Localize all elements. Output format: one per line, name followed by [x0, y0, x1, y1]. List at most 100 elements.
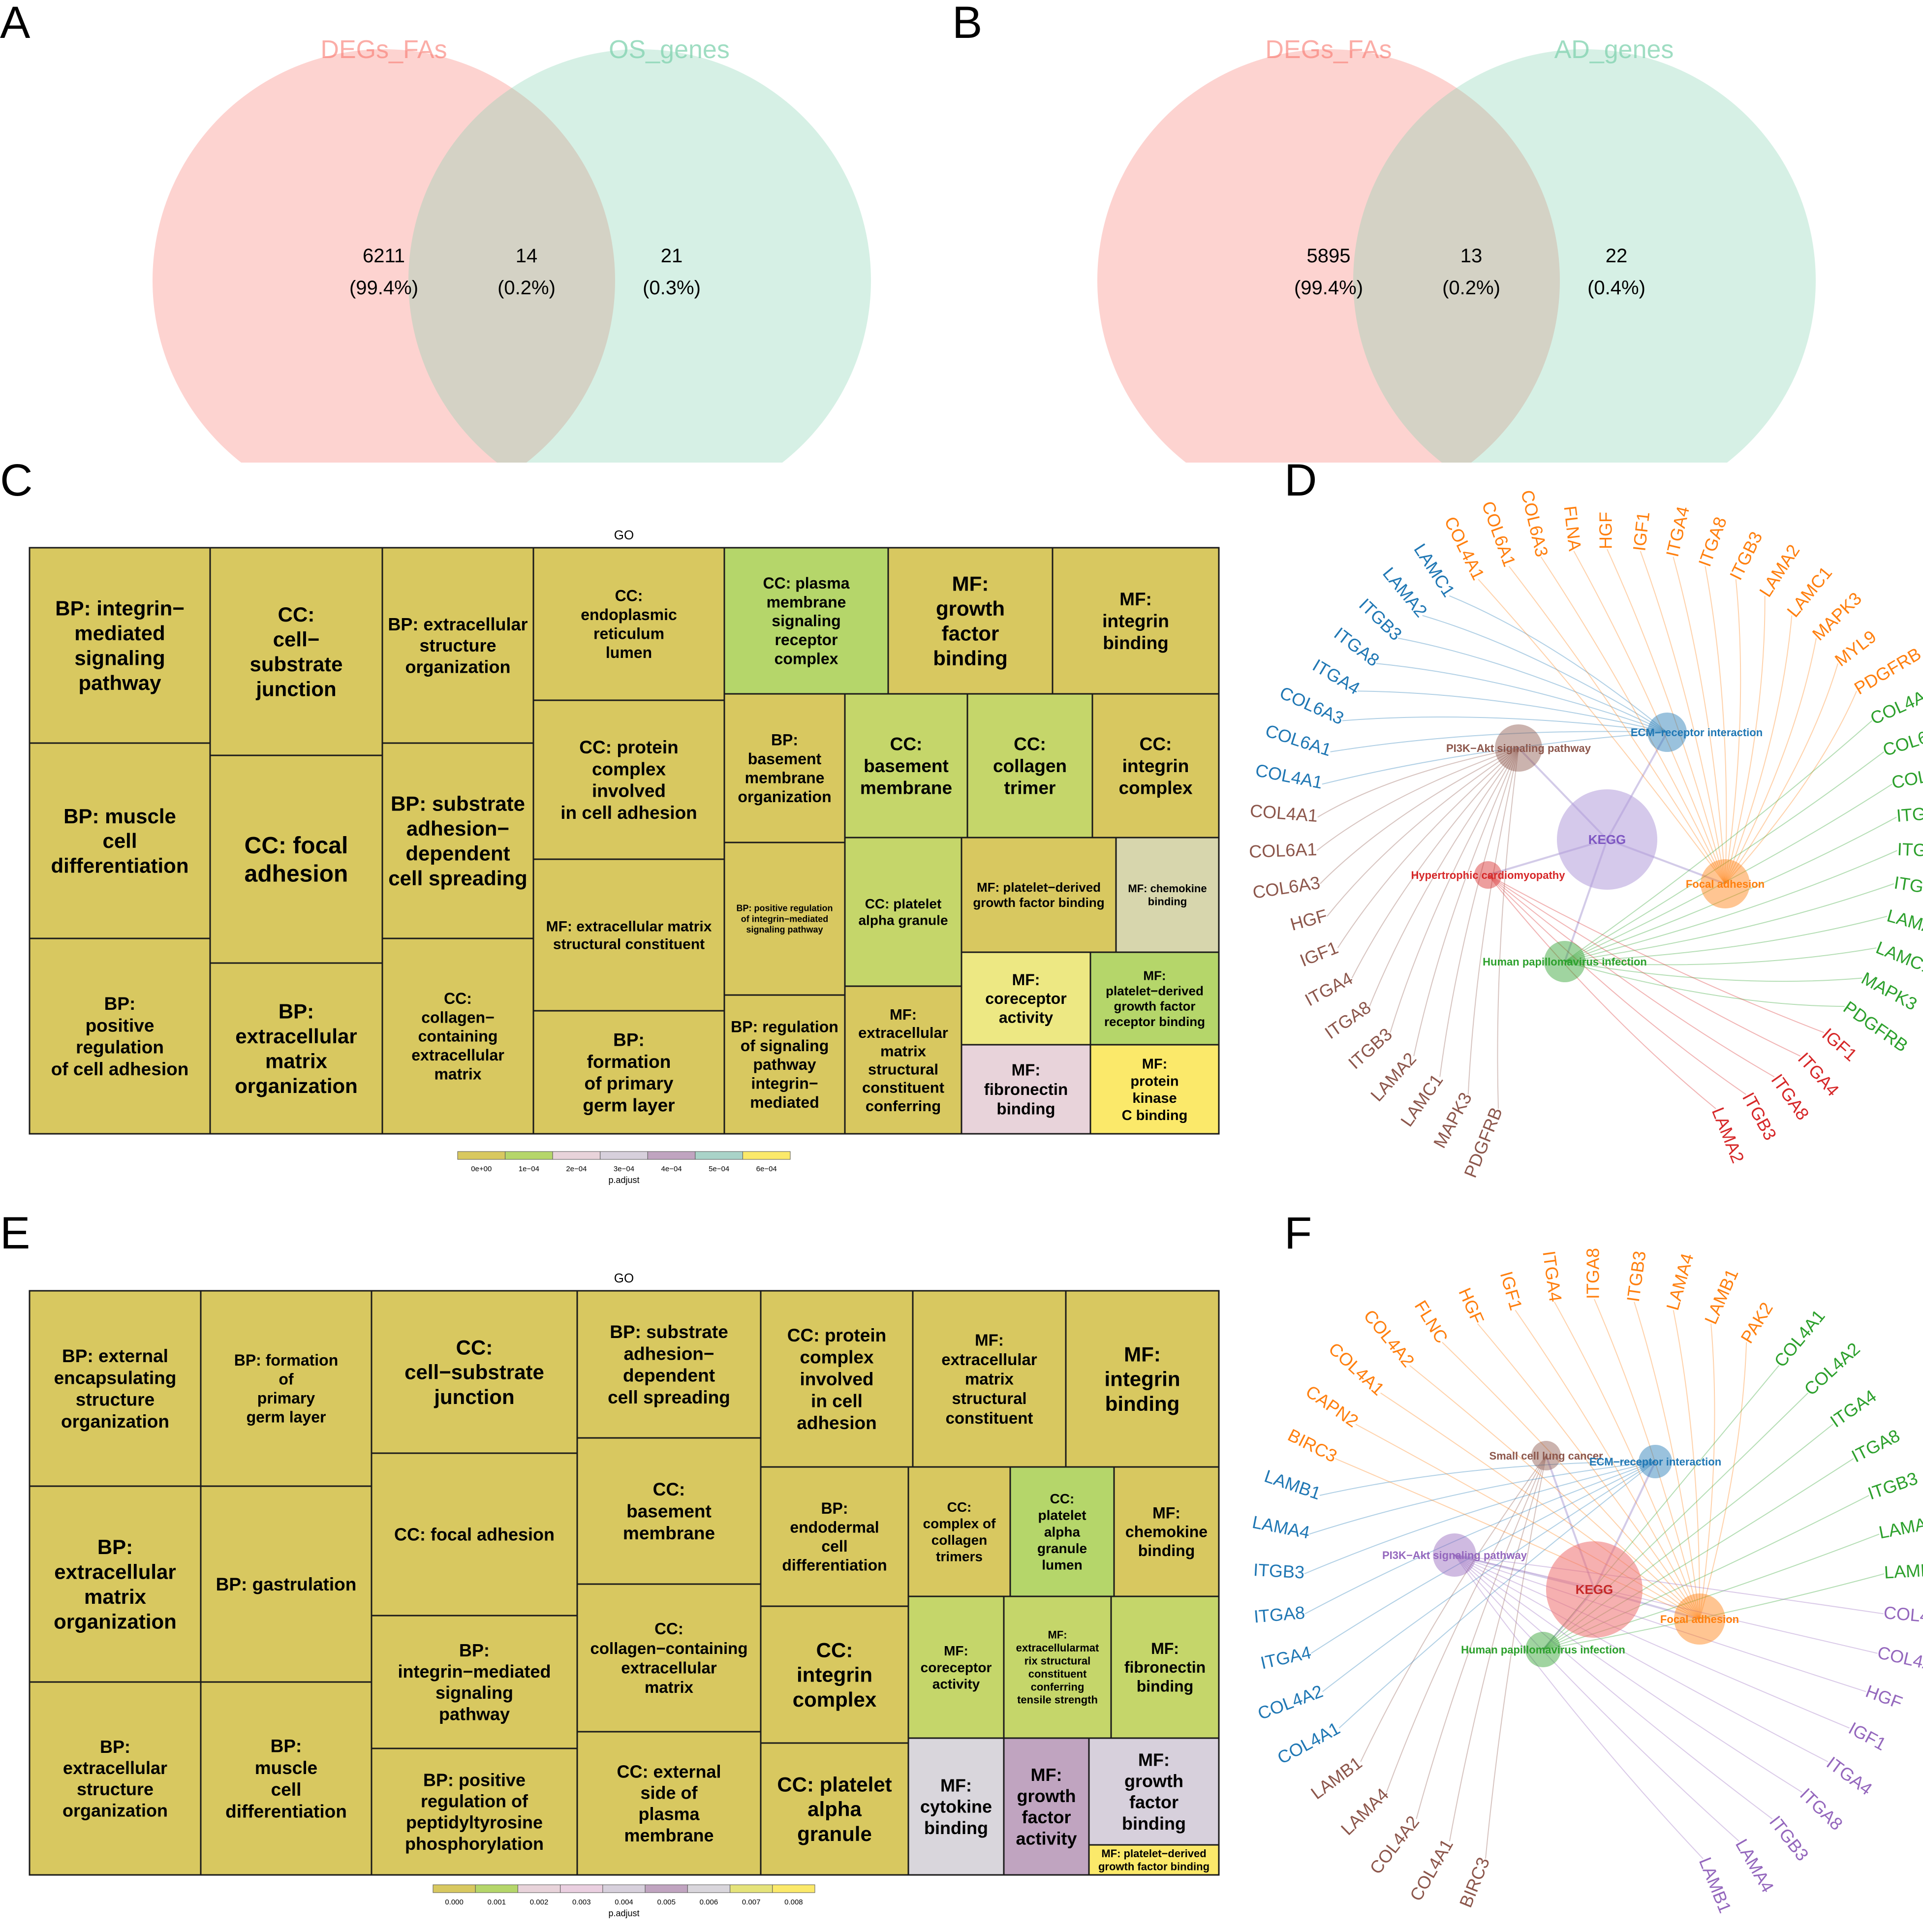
network-edge: [1497, 748, 1519, 1109]
treemap-tile-label: BP:: [279, 1000, 314, 1023]
treemap-tile-label: membrane: [623, 1523, 715, 1543]
treemap-tile-rect: [907, 1595, 1005, 1739]
gene-label: ITGB3: [1253, 1559, 1305, 1583]
treemap-tile-rect: [532, 547, 725, 701]
treemap-tile-label: structure: [419, 635, 496, 655]
treemap-tile-label: integrin: [1122, 756, 1189, 776]
treemap-tile-rect: [209, 754, 383, 964]
treemap-tile-rect: [1052, 547, 1220, 695]
network-edge: [1564, 961, 1862, 982]
treemap-tile-rect: [961, 837, 1117, 953]
network-edge: [1488, 874, 1716, 1109]
treemap-tile-label: germ layer: [583, 1095, 675, 1116]
gene-label: HGF: [1455, 1285, 1488, 1327]
network-edge: [1508, 566, 1726, 884]
treemap-tile-label: MF:: [1142, 1056, 1168, 1072]
treemap-tile-label: of integrin−mediated: [741, 914, 829, 924]
treemap-tile-rect: [907, 1737, 1005, 1876]
treemap-tile-rect: [532, 699, 725, 860]
network-edge: [1380, 1392, 1700, 1620]
network-edge: [1640, 551, 1726, 884]
treemap-tile-label: side of: [640, 1783, 698, 1803]
pathway-hub-label: Focal adhesion: [1686, 878, 1765, 890]
treemap-tile-label: cell: [102, 829, 137, 852]
treemap-tile-label: MF:: [1138, 1749, 1170, 1770]
treemap-tile-label: BP: muscle: [63, 805, 176, 828]
treemap-tile-label: CC:: [947, 1499, 972, 1515]
treemap-tile-label: rix structural: [1024, 1655, 1091, 1667]
treemap-tile-rect: [723, 547, 889, 695]
treemap-tile-label: MF: platelet−derived: [1101, 1847, 1206, 1860]
treemap-tile-label: CC: external: [617, 1761, 721, 1781]
pathway-hub-label: Focal adhesion: [1660, 1613, 1739, 1625]
treemap-tile-label: MF: platelet−derived: [977, 880, 1101, 895]
network-edge: [1334, 1458, 1700, 1620]
legend-swatch: [505, 1151, 553, 1160]
treemap-tile-label: constituent: [1028, 1668, 1087, 1680]
treemap-tile-label: BP: integrin−: [55, 597, 185, 620]
network-edge: [1309, 1461, 1656, 1535]
network-edge: [1477, 1323, 1700, 1620]
treemap-tile-label: MF:: [1012, 971, 1040, 989]
treemap-tile-rect: [907, 1466, 1011, 1597]
network-edge: [1564, 783, 1892, 962]
gene-label: ITGA4: [1662, 504, 1694, 559]
treemap-tile-label: organization: [61, 1411, 169, 1432]
treemap-tile-label: matrix: [880, 1042, 927, 1059]
treemap-tile-label: positive: [86, 1015, 155, 1035]
gene-label: LAMA4: [1877, 1512, 1923, 1543]
treemap-tile-rect: [209, 547, 383, 756]
treemap-tile-label: fibronectin: [1124, 1658, 1206, 1676]
treemap-tile-label: dependent: [623, 1366, 715, 1386]
treemap-tile-label: structural constituent: [553, 936, 705, 953]
network-edge: [1319, 1461, 1656, 1496]
gene-label: ITGA8: [1694, 514, 1731, 569]
network-edge: [1564, 916, 1888, 962]
kegg-network-f: KEGGBIRC3COL4A1COL4A2LAMA4LAMB1COL4A1COL…: [1251, 1248, 1923, 1916]
gene-label: HGF: [1863, 1681, 1905, 1713]
legend-tick: 0.002: [530, 1898, 549, 1906]
treemap-tile-label: complex: [793, 1688, 877, 1711]
venn-region-count: 6211: [363, 245, 405, 267]
treemap-tile-rect: [1009, 1466, 1115, 1597]
treemap-tile-label: BP: positive regulation: [736, 904, 833, 913]
gene-label: COL6A1: [1263, 720, 1334, 760]
pathway-hub-label: Human papillomavirus infection: [1461, 1644, 1625, 1656]
treemap-tile-label: muscle: [255, 1758, 318, 1778]
gene-label: ITGB3: [1766, 1812, 1813, 1865]
treemap-tile-rect: [723, 841, 846, 996]
venn-region-count: 22: [1606, 245, 1628, 267]
network-edge: [1304, 1461, 1656, 1615]
venn-set-label-right: OS_genes: [609, 35, 730, 64]
treemap-tile-label: receptor binding: [1104, 1014, 1205, 1029]
treemap-tile-label: junction: [434, 1385, 514, 1408]
network-edge: [1673, 557, 1726, 884]
treemap-tile-label: CC:: [653, 1479, 685, 1499]
treemap-tile-label: growth factor: [1114, 999, 1195, 1014]
pathway-hub-node: [1474, 861, 1502, 889]
treemap-tile-rect: [760, 1605, 909, 1744]
treemap-tile-label: trimer: [1004, 778, 1056, 798]
venn-circle-left: [1097, 49, 1560, 463]
network-edge: [1454, 1555, 1878, 1654]
network-edge: [1488, 874, 1746, 1095]
treemap-tile-label: factor: [1129, 1792, 1179, 1812]
treemap-tile-label: regulation of: [421, 1791, 528, 1811]
venn-region-percent: (99.4%): [1294, 277, 1363, 299]
treemap-tile-label: adhesion−: [623, 1343, 714, 1364]
treemap-tile-label: organization: [405, 656, 511, 677]
treemap-tile-label: activity: [1016, 1828, 1077, 1848]
network-edge: [1454, 1555, 1704, 1859]
treemap-tile-rect: [381, 937, 534, 1135]
